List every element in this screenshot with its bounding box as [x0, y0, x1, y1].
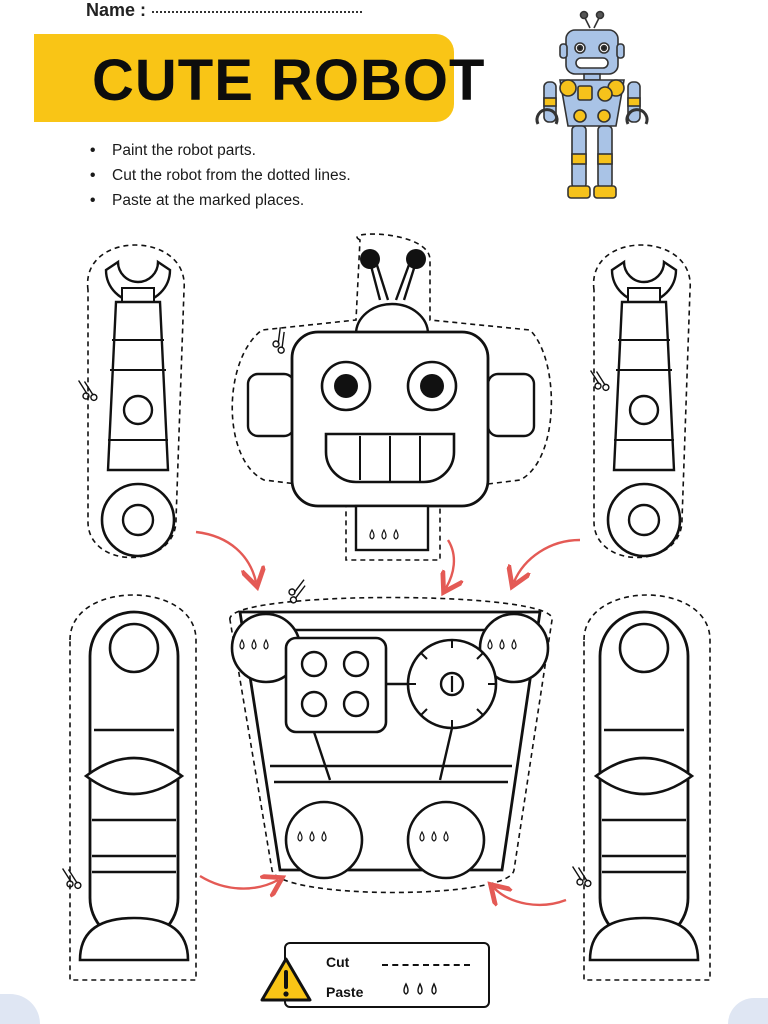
arrow-icon — [446, 539, 454, 588]
name-blank-line — [152, 11, 363, 13]
title-banner — [34, 34, 454, 122]
name-label: Name : — [86, 0, 147, 20]
arrow-icon — [514, 538, 581, 582]
robot-head-part — [231, 233, 553, 561]
scissors-icon — [568, 865, 594, 888]
scissors-icon — [266, 326, 295, 356]
arrow-icon — [199, 876, 278, 889]
robot-body-part — [229, 596, 553, 894]
instruction-item: Paint the robot parts. — [90, 138, 351, 163]
legend-paste-label: Paste — [326, 984, 364, 1000]
arrow-icon — [195, 530, 256, 582]
name-field: Name : — [86, 0, 363, 21]
arrow-icon — [494, 888, 567, 905]
leg-left-part — [69, 594, 197, 981]
glue-drops-icon — [403, 982, 437, 995]
scissors-icon — [586, 369, 612, 392]
legend-cut-dashed-line — [382, 964, 470, 966]
scissors-icon — [286, 579, 309, 605]
scissors-icon — [58, 867, 84, 890]
upper-arm-right-part — [593, 244, 691, 559]
leg-right-part — [583, 594, 711, 981]
instruction-item: Cut the robot from the dotted lines. — [90, 163, 351, 188]
legend-cut-label: Cut — [326, 954, 350, 970]
page-title: CUTE ROBOT — [92, 48, 486, 113]
instruction-item: Paste at the marked places. — [90, 188, 351, 213]
upper-arm-left-part — [87, 244, 185, 559]
robot-preview-image — [535, 10, 649, 199]
legend-box: Cut Paste — [284, 942, 490, 1008]
warning-icon — [260, 957, 312, 1002]
instructions-list: Paint the robot parts. Cut the robot fro… — [90, 138, 351, 213]
